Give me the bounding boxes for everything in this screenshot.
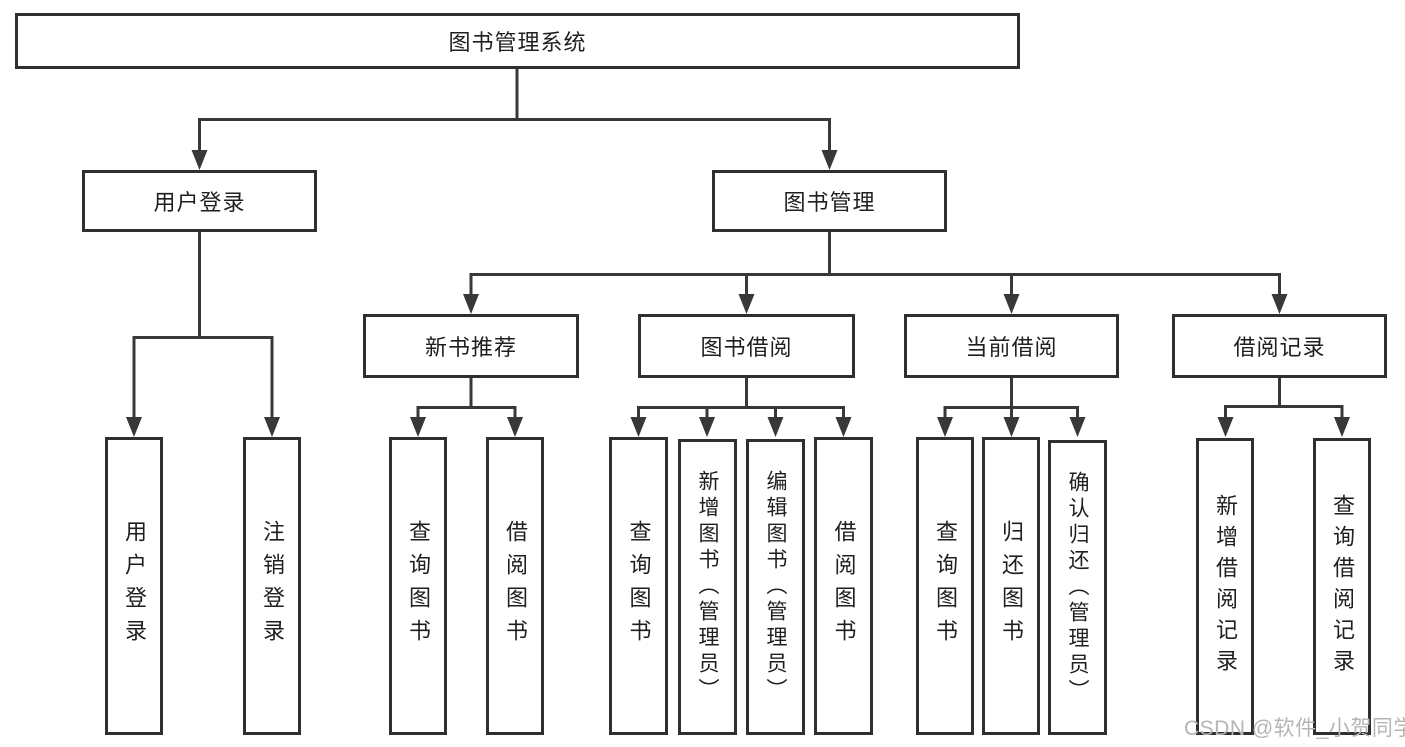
node-label: 图书管理系统 xyxy=(448,30,587,55)
node-system-root: 图书管理系统 xyxy=(15,13,1020,69)
node-leaf-query-borrow-record: 查询借阅记录 xyxy=(1313,438,1371,735)
node-label: 图书管理 xyxy=(783,190,876,215)
node-label: 查询图书 xyxy=(626,520,652,652)
node-label: 用户登录 xyxy=(122,520,147,652)
node-leaf-query-books-current: 查询图书 xyxy=(916,437,974,735)
node-leaf-borrow-books-recommend: 借阅图书 xyxy=(486,437,544,735)
node-user-login: 用户登录 xyxy=(82,170,317,232)
node-label: 注销登录 xyxy=(260,520,285,652)
node-leaf-confirm-return-admin: 确认归还（管理员） xyxy=(1048,440,1107,735)
node-label: 编辑图书（管理员） xyxy=(764,470,787,704)
node-leaf-user-login: 用户登录 xyxy=(105,437,163,735)
node-label: 用户登录 xyxy=(153,190,246,215)
node-label: 借阅图书 xyxy=(831,520,857,652)
node-leaf-borrow-books-borrowing: 借阅图书 xyxy=(814,437,873,735)
node-label: 确认归还（管理员） xyxy=(1066,470,1089,705)
node-label: 借阅记录 xyxy=(1233,335,1326,360)
node-label: 查询借阅记录 xyxy=(1330,493,1355,680)
node-leaf-add-borrow-record: 新增借阅记录 xyxy=(1196,438,1254,735)
node-label: 查询图书 xyxy=(933,520,958,652)
node-label: 查询图书 xyxy=(406,520,431,652)
csdn-watermark: CSDN @软件_小贺同学 xyxy=(1184,717,1405,740)
node-book-management: 图书管理 xyxy=(712,170,947,232)
node-leaf-query-books-recommend: 查询图书 xyxy=(389,437,447,735)
node-label: 新增图书（管理员） xyxy=(696,470,719,704)
node-label: 新书推荐 xyxy=(424,335,517,360)
node-label: 图书借阅 xyxy=(700,335,793,360)
node-label: 新增借阅记录 xyxy=(1213,493,1238,680)
node-book-borrowing: 图书借阅 xyxy=(638,314,855,378)
node-label: 当前借阅 xyxy=(965,335,1058,360)
node-new-book-recommend: 新书推荐 xyxy=(363,314,579,378)
node-leaf-edit-book-admin: 编辑图书（管理员） xyxy=(746,439,805,735)
node-label: 归还图书 xyxy=(999,520,1024,652)
node-leaf-query-books-borrowing: 查询图书 xyxy=(609,437,668,735)
node-current-borrowing: 当前借阅 xyxy=(904,314,1119,378)
node-leaf-logout: 注销登录 xyxy=(243,437,301,735)
node-leaf-return-book: 归还图书 xyxy=(982,437,1040,735)
node-leaf-add-book-admin: 新增图书（管理员） xyxy=(678,439,737,735)
node-label: 借阅图书 xyxy=(503,520,528,652)
node-borrow-records: 借阅记录 xyxy=(1172,314,1387,378)
